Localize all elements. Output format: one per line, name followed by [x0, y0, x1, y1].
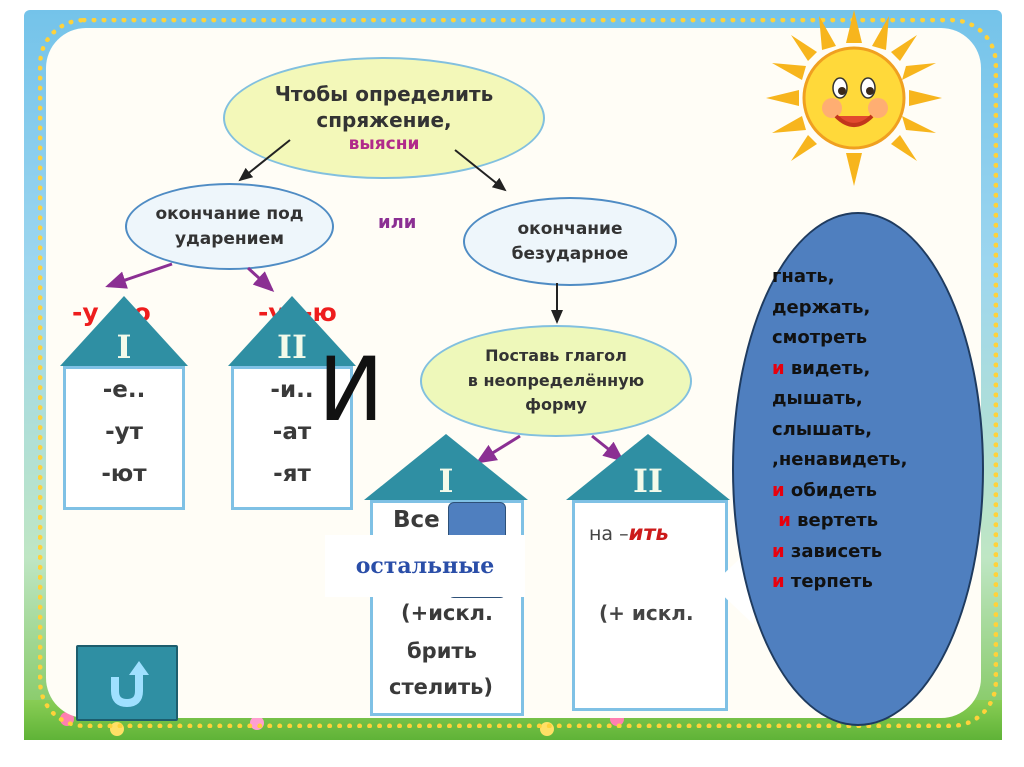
verb-item: и зависеть: [772, 540, 883, 562]
house-1-roman: I: [116, 328, 132, 366]
house-1-ending: -ют: [101, 461, 147, 487]
verb-item: и видеть,: [772, 357, 871, 379]
u-turn-arrow-icon: [111, 661, 149, 708]
left-oval-line1: окончание под: [155, 203, 304, 224]
stressed-ending-oval: окончание под ударением: [125, 183, 334, 270]
house-4-suffix: ить: [628, 521, 669, 545]
arrow-to-house-1: [105, 262, 173, 289]
house-2-ending: -ат: [272, 419, 312, 445]
house-4-roman: II: [633, 462, 663, 500]
arrow-to-unstressed: [454, 149, 507, 192]
house-3-exceptions: (+искл.: [401, 601, 493, 625]
infinitive-line3: форму: [525, 395, 587, 415]
verb-item: дышать,: [772, 388, 863, 409]
house-2-roman: II: [277, 328, 307, 366]
right-oval-line2: безударное: [511, 243, 629, 264]
arrow-to-stressed: [238, 139, 291, 182]
house-4-box: на –ить (+ искл.: [572, 500, 728, 711]
main-oval-line2: спряжение,: [316, 107, 452, 132]
verb-item: гнать,: [772, 266, 835, 287]
house-3-roof: [364, 434, 528, 500]
house-3-roman: I: [438, 462, 454, 500]
main-oval-line1: Чтобы определить: [274, 81, 494, 106]
infinitive-line2: в неопределённую: [467, 370, 645, 390]
smiling-sun-icon: [766, 10, 942, 186]
verb-item: ,ненавидеть,: [772, 449, 908, 470]
big-letter: И: [318, 338, 384, 441]
house-2-ending: -ят: [273, 461, 311, 487]
unstressed-ending-oval: окончание безударное: [463, 197, 677, 286]
arrow-to-house-2: [246, 266, 275, 293]
house-1-box: -е.. -ут -ют: [63, 366, 185, 510]
house-4-prefix: на –: [589, 523, 629, 545]
verb-item: и вертеть: [772, 510, 879, 531]
house-1-ending: -е..: [102, 377, 146, 403]
dotted-border: [38, 18, 998, 728]
others-label: остальные: [325, 535, 525, 597]
main-question-oval: Чтобы определить спряжение, выясни: [223, 57, 545, 179]
verb-item: слышать,: [772, 418, 873, 440]
house-4-roof: [566, 434, 730, 500]
infinitive-oval: Поставь глагол в неопределённую форму: [420, 325, 692, 437]
return-button[interactable]: [76, 645, 178, 721]
main-oval-line3: выясни: [348, 133, 420, 154]
house-2-ending: -и..: [270, 377, 314, 403]
verb-item: смотреть: [772, 327, 868, 348]
house-3-exception-2: стелить): [389, 675, 494, 699]
right-oval-line1: окончание: [517, 218, 623, 239]
house-3-all: Все: [393, 507, 440, 533]
infinitive-line1: Поставь глагол: [485, 345, 627, 365]
house-4-rule: на –ить: [589, 521, 669, 545]
house-2-roof: [228, 296, 356, 366]
house-4-exceptions: (+ искл.: [599, 601, 694, 625]
left-oval-line2: ударением: [174, 228, 285, 249]
house-2-box: -и.. -ат -ят: [231, 366, 353, 510]
verb-item: и обидеть: [772, 479, 877, 501]
verb-item: и терпеть: [772, 571, 873, 592]
house-1-ending: -ут: [105, 419, 143, 445]
verb-item: держать,: [772, 296, 871, 318]
exception-verbs-oval: [732, 212, 984, 726]
or-label: или: [378, 212, 417, 233]
house-1-roof: [60, 296, 188, 366]
house-3-exception-1: брить: [407, 639, 477, 663]
exception-verbs-list: гнать, держать, смотреть и видеть, дышат…: [772, 262, 972, 598]
